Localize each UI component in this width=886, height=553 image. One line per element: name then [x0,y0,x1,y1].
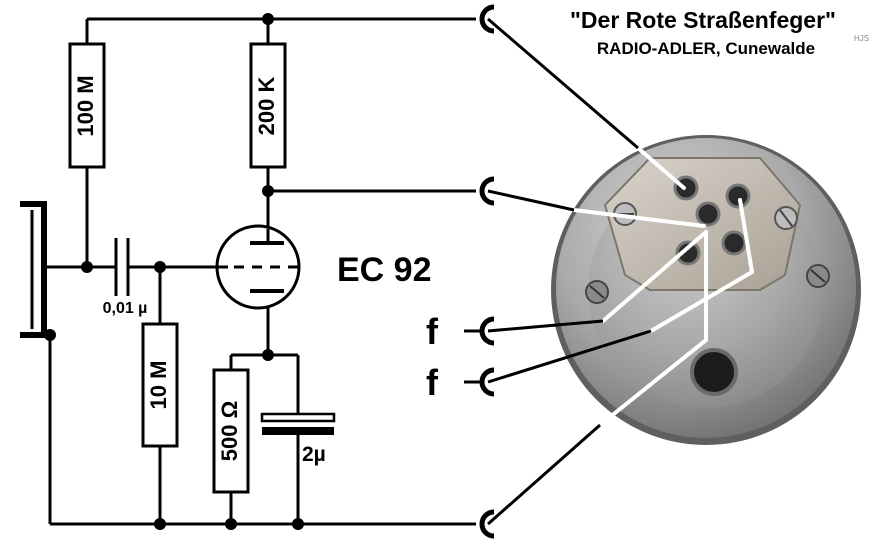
terminal-stubs [464,329,482,384]
resistor-label: 500 Ω [217,401,242,461]
filament-label: f [426,311,439,352]
pin-connector-lines-black [487,17,652,526]
resistor-200k: 200 K [249,42,287,169]
resistor-label: 100 M [73,75,98,136]
signature-mark: HJS [854,34,869,43]
screw-icon [774,206,798,230]
terminal-symbols [479,4,495,539]
terminal-icon [479,509,495,539]
socket-pin-holes [673,175,751,266]
tube-ec92: EC 92 [215,224,432,310]
resistor-10m: 10 M [141,322,179,448]
screw-icon [806,264,830,288]
tube-label: EC 92 [337,251,432,289]
cable-hole [690,348,738,396]
capacitor-label: 2µ [302,443,326,466]
terminal-icon [479,4,495,34]
capacitor-label: 0,01 µ [103,300,148,317]
screw-icon [585,280,609,304]
resistor-100m: 100 M [68,42,106,169]
filament-label: f [426,362,439,403]
page-title: "Der Rote Straßenfeger" [570,7,836,33]
resistor-500-ohm: 500 Ω [212,368,250,494]
capacitor-electrolytic: 2µ [260,412,336,466]
capacitor-coupling: 0,01 µ [103,238,148,317]
resistor-label: 200 K [254,77,279,136]
terminal-icon [479,176,495,206]
input-bracket [20,201,47,338]
page-subtitle: RADIO-ADLER, Cunewalde [597,39,815,58]
pin-connector-lines-white [572,146,754,427]
resistor-label: 10 M [146,361,171,410]
